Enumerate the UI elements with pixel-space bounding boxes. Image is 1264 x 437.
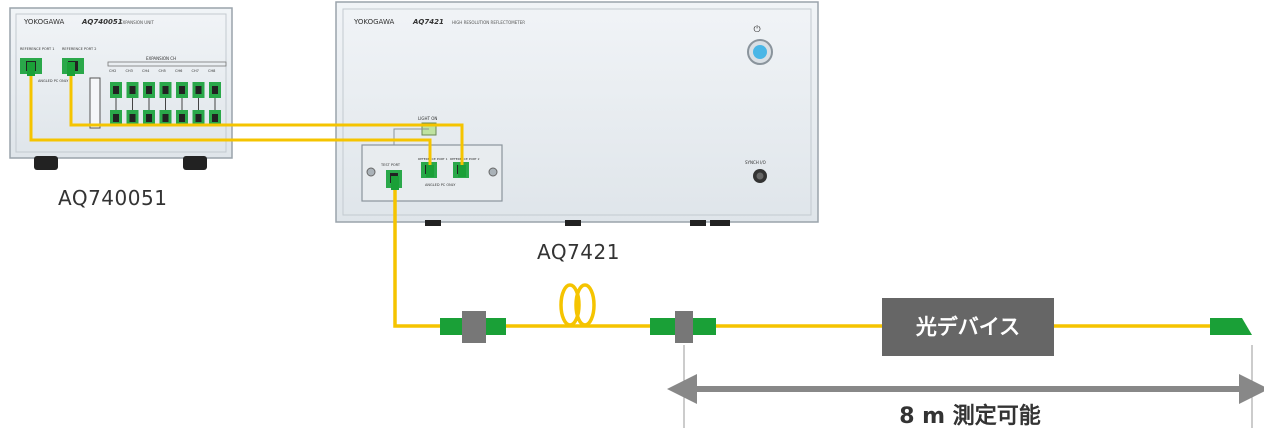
osc-model: AQ7421 <box>412 18 444 26</box>
unit-channel-port-core <box>162 114 169 122</box>
optical-device-box: 光デバイス <box>882 298 1054 356</box>
unit-angled-label: ANGLED PC ONLY <box>38 79 69 83</box>
fiber-end-connector <box>1210 318 1252 335</box>
ref-port2-label: REFERENCE PORT 2 <box>450 157 480 161</box>
clamp-2 <box>675 311 693 343</box>
unit-channel-label: CH8 <box>208 69 215 73</box>
sync-io-label: SYNCH I/O <box>745 160 766 165</box>
unit-ref-port2-label: REFERENCE PORT 2 <box>62 47 96 51</box>
unit-subtitle: EXPANSION UNIT <box>120 20 154 25</box>
light-on-label: LIGHT ON <box>418 116 437 121</box>
optical-device-label: 光デバイス <box>915 315 1021 339</box>
unit-caption: AQ740051 <box>58 186 168 210</box>
expansion-unit: YOKOGAWA AQ740051 EXPANSION UNIT REFEREN… <box>9 7 233 170</box>
unit-channel-port-core <box>129 114 136 122</box>
unit-channel-label: CH5 <box>159 69 166 73</box>
unit-channel-port-core <box>212 114 218 122</box>
unit-channel-port-core <box>195 86 202 94</box>
unit-channel-label: CH6 <box>175 69 182 73</box>
unit-ref-port1-label: REFERENCE PORT 1 <box>20 47 54 51</box>
unit-channel-port-core <box>195 114 202 122</box>
unit-brand: YOKOGAWA <box>23 18 64 26</box>
clamp-1 <box>462 311 486 343</box>
unit-channel-label: CH7 <box>192 69 199 73</box>
measurement-range-label: 8 m 測定可能 <box>899 404 1041 429</box>
unit-channel-port-core <box>113 114 119 122</box>
unit-channel-port-core <box>212 86 218 94</box>
reflectometer: YOKOGAWA AQ7421 HIGH RESOLUTION REFLECTO… <box>335 1 819 226</box>
unit-model: AQ740051 <box>81 18 123 26</box>
ref-port1-label: REFERENCE PORT 1 <box>418 157 448 161</box>
unit-channel-label: CH3 <box>126 69 133 73</box>
osc-brand: YOKOGAWA <box>353 18 394 26</box>
test-port-label: TEST PORT <box>380 163 401 167</box>
unit-channel-port-core <box>179 86 185 94</box>
power-symbol-icon: ⏻ <box>753 24 760 35</box>
unit-channel-label: CH4 <box>142 69 150 73</box>
unit-channel-port-core <box>113 86 119 94</box>
patch-cord-stubs <box>27 62 466 190</box>
unit-channel-port-core <box>129 86 136 94</box>
unit-channel-port-core <box>162 86 169 94</box>
unit-channel-port-core <box>179 114 185 122</box>
unit-ch1-slot <box>89 77 101 129</box>
unit-channel-label: CH2 <box>109 69 116 73</box>
osc-subtitle: HIGH RESOLUTION REFLECTOMETER <box>452 20 525 25</box>
unit-channel-grid: CH2 CH3 CH4 CH5 CH6 CH7 CH8 <box>109 69 221 126</box>
unit-channel-port-core <box>146 86 152 94</box>
unit-expansion-label: EXPANSION CH <box>146 56 176 61</box>
unit-channel-port-core <box>146 114 152 122</box>
reflectometer-caption: AQ7421 <box>537 240 620 264</box>
osc-angled-label: ANGLED PC ONLY <box>425 183 456 187</box>
reference-fibers <box>29 70 464 168</box>
